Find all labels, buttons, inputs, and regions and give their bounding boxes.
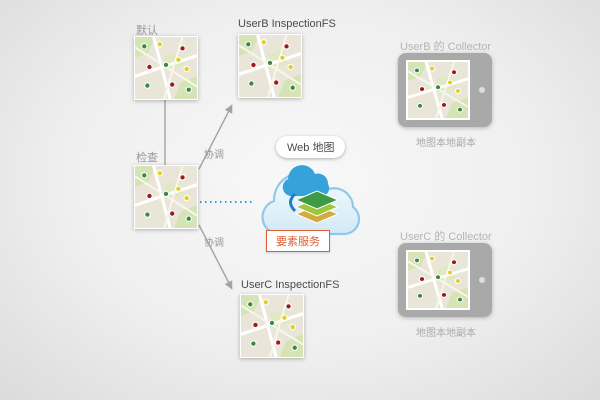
label-inspection-version: 检查: [136, 152, 158, 164]
map-userc-inspectionfs: [240, 294, 304, 358]
cloud-icon: [261, 165, 361, 236]
map-userb-local-copy: [407, 61, 469, 119]
tablet-userc-screen: [406, 250, 470, 310]
caption-userb-local-copy: 地图本地副本: [416, 138, 476, 149]
label-userc-collector: UserC 的 Collector: [400, 231, 492, 243]
layers-stack-icon: [294, 190, 340, 224]
tablet-userb-screen: [406, 60, 470, 120]
label-userc-inspectionfs: UserC InspectionFS: [241, 279, 340, 291]
label-userb-collector: UserB 的 Collector: [400, 41, 492, 53]
inner-cloud-icon: [282, 165, 330, 196]
label-reconcile-bottom: 协调: [204, 238, 224, 249]
camera-dot-icon: [479, 277, 485, 283]
tablet-userc: [398, 243, 492, 317]
map-default-version: [134, 36, 198, 100]
tablet-userb: [398, 53, 492, 127]
cloud-graphic: [248, 150, 366, 252]
label-userb-inspectionfs: UserB InspectionFS: [238, 18, 336, 30]
label-default-version: 默认: [136, 25, 158, 37]
sync-swoosh-icon: [289, 192, 297, 213]
camera-dot-icon: [479, 87, 485, 93]
web-map-badge: Web 地图: [276, 136, 346, 158]
feature-service-badge: 要素服务: [266, 230, 330, 252]
map-userb-inspectionfs: [238, 34, 302, 98]
caption-userc-local-copy: 地图本地副本: [416, 328, 476, 339]
map-userc-local-copy: [407, 251, 469, 309]
map-inspection-version: [134, 165, 198, 229]
label-reconcile-top: 协调: [204, 150, 224, 161]
